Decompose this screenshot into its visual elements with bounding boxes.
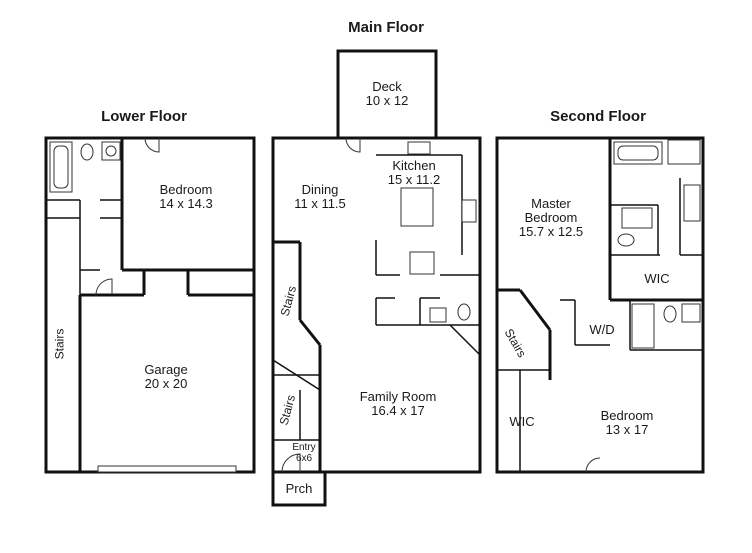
kitchen-size: 15 x 11.2: [387, 172, 441, 187]
entry-label: Entry 6x6: [292, 442, 315, 464]
lower-stairs-label: Stairs: [52, 328, 67, 360]
garage-size: 20 x 20: [144, 376, 188, 391]
second-floor-title: Second Floor: [550, 108, 646, 125]
entry-size: 6x6: [295, 453, 313, 464]
dining-label: Dining 11 x 11.5: [294, 183, 346, 211]
dining-name: Dining: [301, 182, 339, 197]
master-bedroom-label: Master Bedroom 15.7 x 12.5: [519, 197, 583, 239]
second-floor-walls: [495, 136, 705, 474]
family-room-label: Family Room 16.4 x 17: [360, 390, 437, 418]
lower-bedroom-label: Bedroom 14 x 14.3: [159, 183, 213, 211]
deck-name: Deck: [372, 79, 402, 94]
deck-size: 10 x 12: [365, 93, 409, 108]
main-floor-fixtures: [281, 137, 477, 473]
second-wic-label: WIC: [509, 414, 535, 429]
porch-label: Prch: [285, 481, 313, 496]
kitchen-label: Kitchen 15 x 11.2: [388, 159, 441, 187]
master-bedroom-name: Master: [531, 196, 571, 211]
dining-size: 11 x 11.5: [294, 196, 346, 211]
entry-name: Entry: [292, 442, 316, 453]
master-bedroom-name2: Bedroom: [524, 210, 578, 225]
family-room-name: Family Room: [359, 389, 437, 404]
lower-bedroom-name: Bedroom: [159, 182, 213, 197]
second-bedroom-label: Bedroom 13 x 17: [601, 409, 654, 437]
lower-bedroom-size: 14 x 14.3: [159, 196, 213, 211]
second-floor-fixtures: [585, 139, 701, 473]
main-floor-title: Main Floor: [348, 19, 424, 36]
master-bedroom-size: 15.7 x 12.5: [518, 224, 584, 239]
wd-label: W/D: [589, 322, 615, 337]
lower-floor-fixtures: [49, 137, 160, 296]
master-wic-label: WIC: [644, 271, 670, 286]
second-bedroom-size: 13 x 17: [605, 422, 649, 437]
garage-label: Garage 20 x 20: [144, 363, 187, 391]
lower-floor-walls: [44, 136, 256, 474]
lower-floor-title: Lower Floor: [101, 108, 187, 125]
second-bedroom-name: Bedroom: [600, 408, 654, 423]
deck-label: Deck 10 x 12: [366, 80, 409, 108]
family-room-size: 16.4 x 17: [371, 403, 425, 418]
main-floor-walls: [271, 49, 482, 507]
garage-name: Garage: [144, 362, 188, 377]
kitchen-name: Kitchen: [392, 158, 436, 173]
